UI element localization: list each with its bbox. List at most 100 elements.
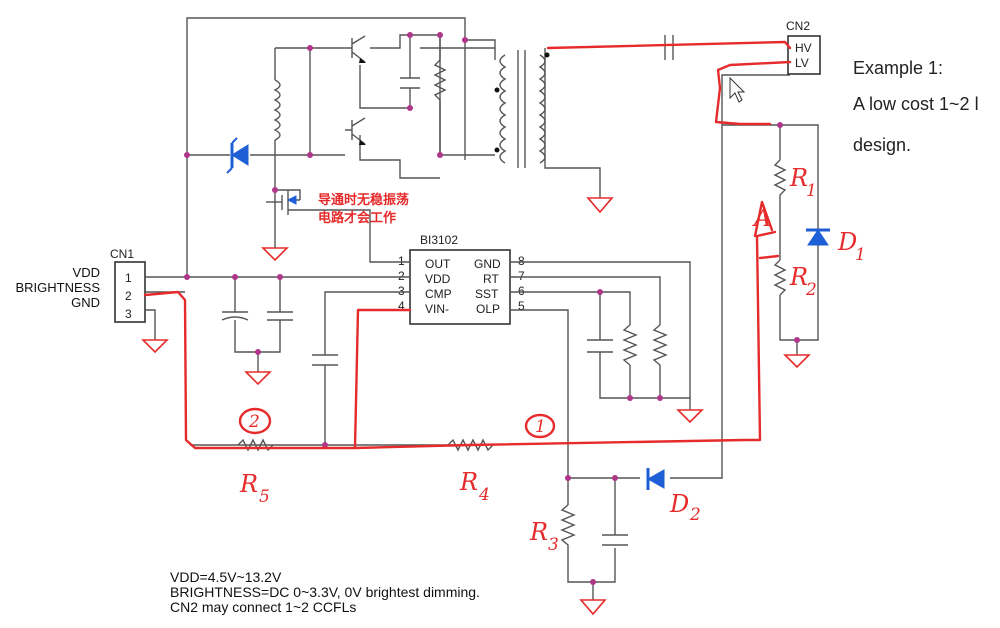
- cn2-title: CN2: [786, 19, 810, 33]
- cn2-pin-lv: LV: [795, 56, 809, 70]
- diode-d2: [646, 468, 665, 490]
- ic-pin-2-name: VDD: [425, 272, 451, 286]
- label-r5: R: [239, 470, 258, 498]
- label-r3: R: [529, 518, 548, 546]
- cn1-pin-2: 2: [125, 289, 132, 303]
- transistor-q1: [345, 35, 366, 63]
- inductor-primary: [273, 79, 281, 141]
- label-d1: D: [837, 228, 857, 256]
- ic-pin-2-num: 2: [398, 269, 405, 283]
- ic-pin-3-num: 3: [398, 284, 405, 298]
- components: [221, 35, 830, 550]
- label-mark-a: A: [752, 204, 771, 232]
- ic-pin-1-name: OUT: [425, 257, 451, 271]
- ic-pin-6-name: SST: [475, 287, 499, 301]
- example-line-1: A low cost 1~2 l: [853, 94, 979, 114]
- ic-pin-8-num: 8: [518, 254, 525, 268]
- mouse-cursor-icon: [729, 76, 746, 103]
- label-r4: R: [459, 468, 478, 496]
- label-r3-sub: 3: [548, 535, 559, 555]
- transformer-dot: [494, 87, 500, 93]
- resistor-rt: [652, 324, 668, 366]
- ic-pin-7-num: 7: [518, 269, 525, 283]
- cn2-body: [787, 35, 821, 75]
- cn1-label-vdd: VDD: [73, 265, 100, 280]
- ground-symbols: [141, 197, 811, 616]
- transistor-q2: [345, 117, 366, 145]
- transformer-dot: [544, 52, 550, 58]
- ic-pin-5-num: 5: [518, 299, 525, 313]
- example-caption: Example 1: A low cost 1~2 l design.: [853, 58, 979, 155]
- cn1-label-brightness: BRIGHTNESS: [15, 280, 100, 295]
- ic-pin-8-name: GND: [474, 257, 501, 271]
- ground-icon: [783, 354, 811, 369]
- transformer-primary: [499, 54, 507, 164]
- cn1-label-gnd: GND: [71, 295, 100, 310]
- ic-pin-6-num: 6: [518, 284, 525, 298]
- ground-icon: [244, 371, 272, 386]
- ic-body: [409, 249, 511, 325]
- note-line-2: BRIGHTNESS=DC 0~3.3V, 0V brightest dimmi…: [170, 584, 480, 600]
- label-r2: R: [789, 263, 808, 291]
- ground-icon: [579, 599, 607, 616]
- transformer-secondary: [538, 54, 546, 164]
- resistor-r1: [773, 159, 787, 200]
- cn2-pin-hv: HV: [795, 41, 812, 55]
- ic-pin-7-name: RT: [483, 272, 499, 286]
- transformer-dot: [494, 147, 500, 153]
- cap-r3: [602, 534, 628, 546]
- label-r1-sub: 1: [806, 181, 817, 201]
- cn1-pin-1: 1: [125, 271, 132, 285]
- tank-capacitor: [400, 77, 420, 89]
- diode-d1: [806, 228, 830, 246]
- connector-cn1: CN1 1 2 3 VDD BRIGHTNESS GND: [15, 247, 146, 323]
- ground-icon: [676, 409, 704, 424]
- circle-mark-2: [238, 407, 272, 435]
- ic-pin-1-num: 1: [398, 254, 405, 268]
- label-r4-sub: 4: [478, 485, 490, 505]
- chinese-note-line1: 导通时无稳振荡: [318, 192, 409, 208]
- circuit-wiring: [145, 17, 819, 600]
- example-line-2: design.: [853, 135, 911, 155]
- cap-sst: [587, 339, 613, 353]
- circle-mark-1: [524, 413, 556, 439]
- ic-pin-4-name: VIN-: [425, 302, 449, 316]
- example-title: Example 1:: [853, 58, 943, 78]
- label-mark-2: 2: [248, 412, 260, 432]
- note-line-3: CN2 may connect 1~2 CCFLs: [170, 599, 356, 615]
- chinese-note-line2: 电路才会工作: [318, 210, 396, 226]
- connector-cn2: CN2 HV LV: [786, 19, 821, 75]
- label-r2-sub: 2: [805, 280, 817, 300]
- tank-resistor: [433, 59, 447, 155]
- red-annotation-traces: [143, 40, 792, 450]
- junction-dots: [184, 32, 800, 585]
- cap-vdd: [267, 311, 293, 321]
- label-d2: D: [669, 490, 689, 518]
- mosfet: [266, 190, 300, 215]
- cap-output: [664, 35, 674, 60]
- ground-icon: [141, 339, 169, 354]
- resistor-sst: [622, 324, 638, 366]
- label-r1: R: [789, 164, 808, 192]
- resistor-r2: [773, 259, 787, 296]
- ground-icon: [586, 197, 614, 214]
- label-mark-1: 1: [535, 417, 546, 437]
- label-r5-sub: 5: [259, 487, 270, 507]
- transformer-core: [517, 50, 526, 168]
- note-line-1: VDD=4.5V~13.2V: [170, 569, 282, 585]
- ground-icon: [261, 247, 289, 262]
- resistor-r3: [560, 504, 576, 550]
- diode-vdd-clamp: [226, 137, 249, 174]
- cap-cmp: [312, 354, 338, 366]
- cn1-body: [114, 261, 146, 323]
- ic-pin-3-name: CMP: [425, 287, 452, 301]
- label-d1-sub: 1: [855, 245, 866, 265]
- ic-bi3102: BI3102 1 OUT 2 VDD 3 CMP 4 VIN- 8 GND 7 …: [398, 233, 525, 325]
- ic-name: BI3102: [420, 233, 458, 247]
- cn1-pin-3: 3: [125, 307, 132, 321]
- cn1-title: CN1: [110, 247, 134, 261]
- ic-pin-4-num: 4: [398, 299, 405, 313]
- handwritten-annotations: 导通时无稳振荡 电路才会工作 R 1 R 2 D 1 A R 3 R 4 R 5…: [238, 164, 866, 555]
